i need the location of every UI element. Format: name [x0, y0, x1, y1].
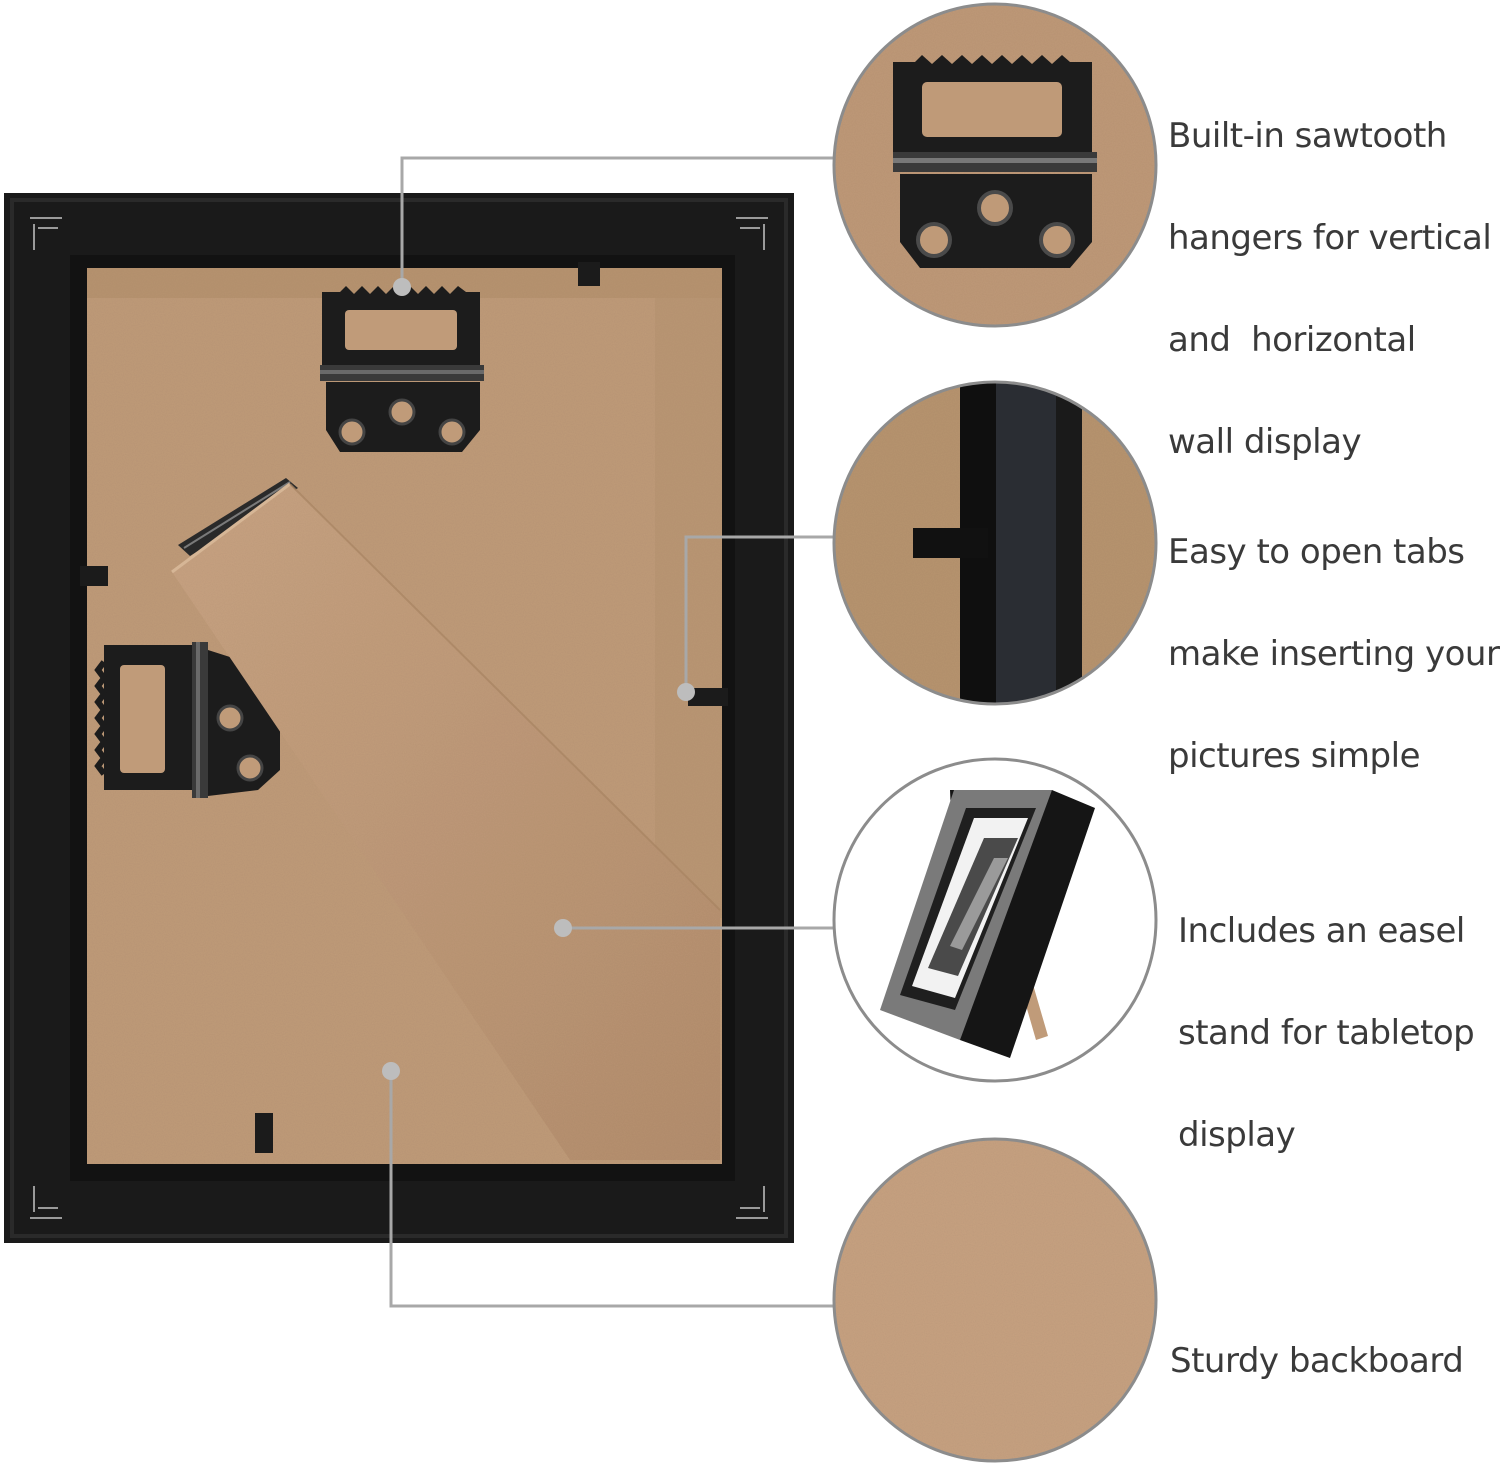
detail-circle-easel	[832, 757, 1158, 1083]
easel-stand	[171, 482, 721, 1160]
callout-dot-hanger	[393, 278, 411, 296]
callout-dot-tab	[677, 683, 695, 701]
feature-line: Easy to open tabs	[1168, 532, 1465, 572]
top-sawtooth-hanger	[320, 286, 484, 452]
feature-line: hangers for vertical	[1168, 218, 1492, 258]
feature-line: pictures simple	[1168, 736, 1421, 776]
feature-line: Built-in sawtooth	[1168, 116, 1447, 156]
feature-text-easel: Includes an easel stand for tabletop dis…	[1178, 855, 1475, 1212]
callout-lines	[389, 156, 835, 1308]
tab-bottom	[255, 1113, 273, 1153]
easel-hinge	[178, 478, 298, 556]
detail-circle-tab	[832, 380, 1158, 706]
feature-line: Sturdy backboard	[1170, 1341, 1464, 1381]
feature-line: and horizontal	[1168, 320, 1416, 360]
callout-dot-easel	[554, 919, 572, 937]
feature-text-backboard: Sturdy backboard	[1170, 1285, 1464, 1438]
feature-line: Includes an easel	[1178, 911, 1465, 951]
tab-right	[688, 688, 728, 706]
feature-text-tabs: Easy to open tabs make inserting your pi…	[1168, 476, 1500, 833]
feature-text-hangers: Built-in sawtooth hangers for vertical a…	[1168, 60, 1492, 519]
callout-dots	[382, 278, 695, 1080]
picture-frame-back	[4, 193, 794, 1243]
tab-top	[578, 262, 600, 286]
callout-dot-backboard	[382, 1062, 400, 1080]
feature-line: wall display	[1168, 422, 1362, 462]
detail-circle-backboard	[832, 1137, 1158, 1463]
detail-circle-hanger	[832, 2, 1158, 328]
feature-line: stand for tabletop	[1178, 1013, 1475, 1053]
tab-left	[80, 566, 108, 586]
corner-marks	[30, 217, 768, 1219]
feature-line: display	[1178, 1115, 1296, 1155]
feature-line: make inserting your	[1168, 634, 1500, 674]
